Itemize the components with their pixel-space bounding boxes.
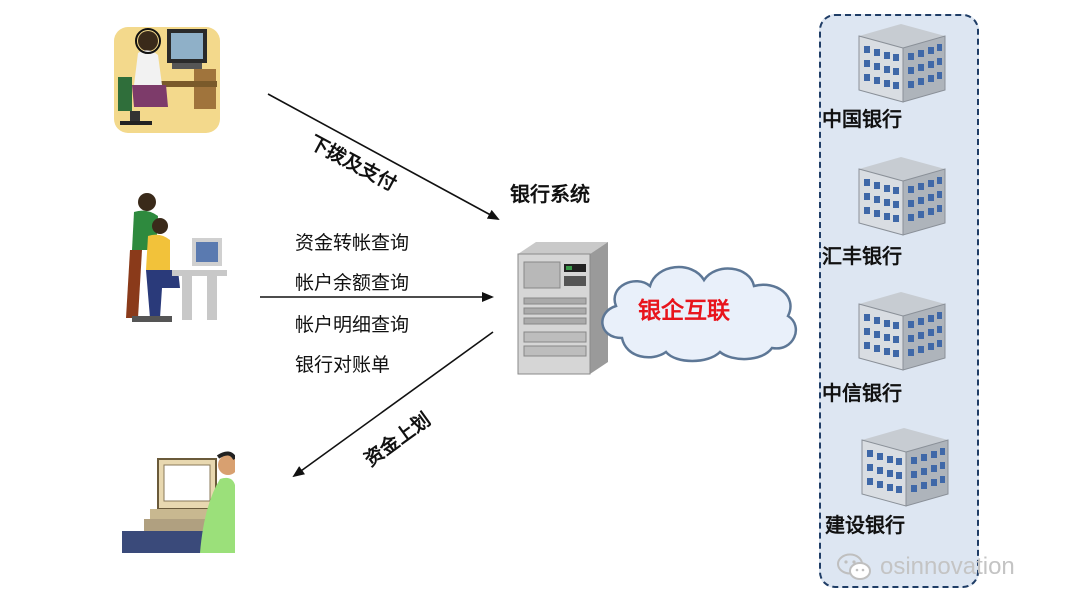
- query-item: 帐户余额查询: [295, 272, 410, 294]
- interconnect-label: 银企互联: [638, 298, 730, 324]
- query-item: 帐户明细查询: [295, 314, 410, 336]
- bank-name: 汇丰银行: [822, 244, 902, 268]
- server-tower-icon: [517, 242, 608, 375]
- bank-building-icon: [861, 428, 949, 507]
- bank-building-icon: [858, 157, 946, 236]
- clerk-at-terminal-illustration: [122, 451, 235, 553]
- bank-building-icon: [858, 24, 946, 103]
- query-item: 资金转帐查询: [295, 232, 410, 254]
- transfer-up-arrow: [292, 331, 494, 478]
- operator-headset-illustration: [114, 27, 220, 133]
- cloud-icon: [601, 265, 798, 363]
- bank-building-icon: [858, 292, 946, 371]
- bank-name: 中国银行: [822, 107, 902, 131]
- bank-name: 中信银行: [822, 381, 902, 405]
- query-item: 银行对账单: [295, 354, 391, 376]
- bank-system-title: 银行系统: [510, 182, 590, 206]
- wechat-icon: [837, 553, 871, 580]
- bank-name: 建设银行: [825, 513, 905, 537]
- two-workers-computer-illustration: [126, 193, 227, 322]
- watermark-text: osinnovation: [880, 553, 1015, 580]
- disburse-arrow: [267, 93, 500, 220]
